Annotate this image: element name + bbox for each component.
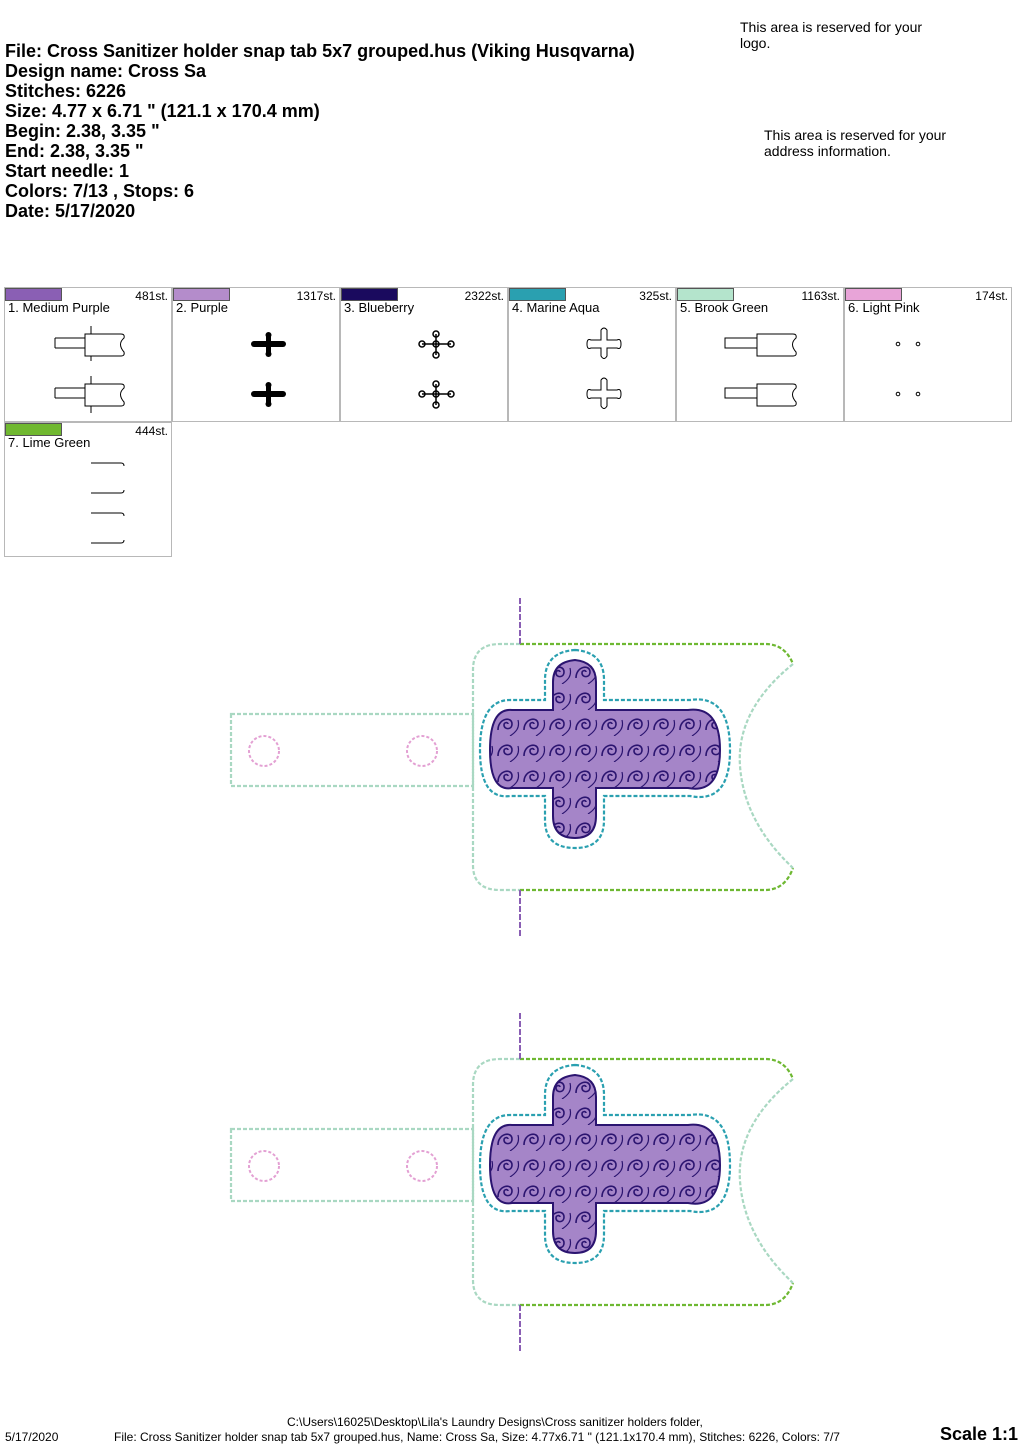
edge-brackets-icon	[91, 462, 125, 544]
color-name: 7. Lime Green	[8, 435, 91, 450]
color-swatch	[677, 288, 734, 301]
color-cell: 444st. 7. Lime Green	[4, 422, 172, 557]
cross-swirl-icon	[418, 330, 455, 409]
color-swatch	[5, 423, 62, 436]
end-line: End: 2.38, 3.35 "	[5, 141, 144, 161]
color-swatch	[845, 288, 902, 301]
holder-design-top	[229, 596, 795, 940]
logo-reserved-note: This area is reserved for your logo.	[740, 19, 923, 51]
design-info: File: Cross Sanitizer holder snap tab 5x…	[5, 41, 635, 221]
size-line: Size: 4.77 x 6.71 " (121.1 x 170.4 mm)	[5, 101, 320, 121]
snap-dots-icon	[895, 341, 921, 397]
holder-outline-icon	[724, 333, 797, 407]
color-name: 2. Purple	[176, 300, 229, 315]
color-name: 5. Brook Green	[680, 300, 769, 315]
tab-outline-icon	[54, 326, 125, 413]
color-name: 1. Medium Purple	[8, 300, 110, 315]
color-swatch	[5, 288, 62, 301]
color-swatch	[509, 288, 566, 301]
design-preview	[229, 596, 795, 1355]
cross-outline-icon	[586, 327, 622, 409]
color-cell: 1317st. 2. Purple	[172, 287, 340, 422]
design-name-line: Design name: Cross Sa	[5, 61, 207, 81]
color-stitch-count: 1163st.	[801, 289, 840, 303]
color-stitch-count: 481st.	[135, 289, 168, 303]
color-cell: 174st. 6. Light Pink	[844, 287, 1012, 422]
color-stitch-count: 325st.	[639, 289, 672, 303]
scale-label: Scale 1:1	[939, 1424, 1018, 1444]
color-swatch	[173, 288, 230, 301]
color-stitch-count: 174st.	[975, 289, 1008, 303]
footer-path: C:\Users\16025\Desktop\Lila's Laundry De…	[287, 1415, 703, 1429]
color-cell: 481st. 1. Medium Purple	[4, 287, 172, 422]
color-name: 3. Blueberry	[344, 300, 415, 315]
stitches-line: Stitches: 6226	[5, 81, 127, 101]
footer-date: 5/17/2020	[5, 1430, 59, 1444]
address-reserved-note: This area is reserved for your address i…	[764, 127, 947, 159]
start-needle-line: Start needle: 1	[5, 161, 130, 181]
footer-summary: File: Cross Sanitizer holder snap tab 5x…	[114, 1430, 840, 1444]
date-line: Date: 5/17/2020	[5, 201, 136, 221]
holder-design-bottom	[229, 1011, 795, 1355]
cross-solid-icon	[251, 332, 286, 407]
color-cell: 2322st. 3. Blueberry	[340, 287, 508, 422]
begin-line: Begin: 2.38, 3.35 "	[5, 121, 160, 141]
colors-line: Colors: 7/13 , Stops: 6	[5, 181, 195, 201]
color-cell: 1163st. 5. Brook Green	[676, 287, 844, 422]
color-name: 4. Marine Aqua	[512, 300, 600, 315]
color-stitch-count: 444st.	[135, 424, 168, 438]
color-stitch-count: 2322st.	[464, 289, 504, 303]
color-cell: 325st. 4. Marine Aqua	[508, 287, 676, 422]
color-stitch-count: 1317st.	[296, 289, 336, 303]
color-name: 6. Light Pink	[848, 300, 920, 315]
file-line: File: Cross Sanitizer holder snap tab 5x…	[5, 41, 635, 61]
color-swatch	[341, 288, 398, 301]
